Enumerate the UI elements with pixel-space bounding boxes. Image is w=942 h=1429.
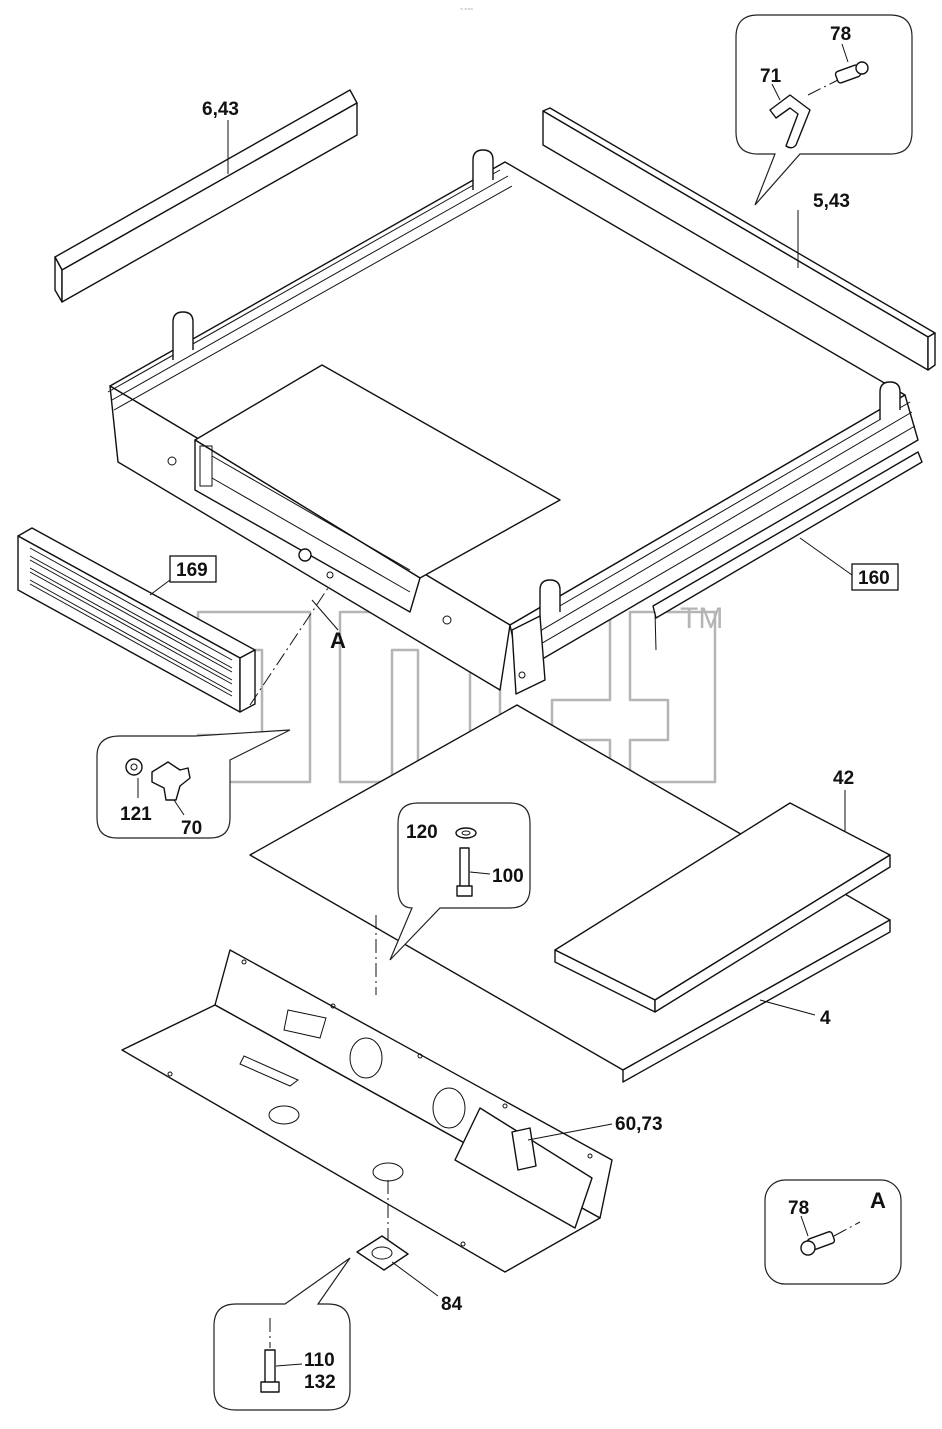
detail-bubble-hose: 71 78 — [735, 14, 913, 206]
watermark-trademark: TM — [680, 602, 723, 635]
detail-bubble-knob: 121 70 — [96, 729, 291, 839]
label-160: 160 — [799, 537, 899, 591]
label-box-169 — [169, 555, 217, 583]
callout-169: 169 — [176, 560, 208, 581]
callout-71: 71 — [760, 66, 782, 87]
callout-a-main: A — [330, 628, 346, 653]
detail-bubble-a: A 78 — [764, 1179, 902, 1285]
part-84-flange: 84 — [356, 1235, 463, 1315]
callout-70: 70 — [181, 818, 202, 839]
callout-160: 160 — [858, 568, 890, 589]
callout-84: 84 — [441, 1294, 463, 1315]
callout-42: 42 — [833, 768, 854, 789]
callout-a-detail: A — [870, 1188, 886, 1213]
part-42-board: 42 — [554, 768, 891, 1013]
part-6-43-strip: 6,43 — [54, 89, 358, 303]
detail-bubble-bolt-bottom: 110 132 — [213, 1257, 351, 1411]
fitting-78-top — [834, 61, 869, 84]
callout-6-43: 6,43 — [202, 99, 239, 120]
callout-120: 120 — [406, 822, 438, 843]
callout-78-bottom: 78 — [788, 1198, 809, 1219]
callout-4: 4 — [820, 1008, 831, 1029]
callout-5-43: 5,43 — [813, 191, 850, 212]
top-mark: ~ ~~~ — [460, 7, 473, 13]
part-169-grille: 169 — [17, 527, 256, 713]
callout-100: 100 — [492, 866, 524, 887]
bottom-panel: 60,73 — [121, 949, 663, 1273]
callout-121: 121 — [120, 804, 152, 825]
callout-78-top: 78 — [830, 24, 851, 45]
callout-110: 110 — [304, 1350, 335, 1371]
part-4-panel: 4 — [249, 704, 891, 1083]
callout-132: 132 — [304, 1372, 336, 1393]
inner-slide-panel — [194, 364, 561, 613]
marker-a-main: A — [249, 584, 346, 706]
end-bracket — [511, 615, 546, 695]
part-5-43-strip: 5,43 — [542, 107, 936, 371]
detail-bubble-bolt: 120 100 — [375, 802, 531, 995]
callout-60-73: 60,73 — [615, 1114, 663, 1135]
fitting-78-bottom — [800, 1231, 836, 1256]
label-box-160 — [851, 563, 899, 591]
